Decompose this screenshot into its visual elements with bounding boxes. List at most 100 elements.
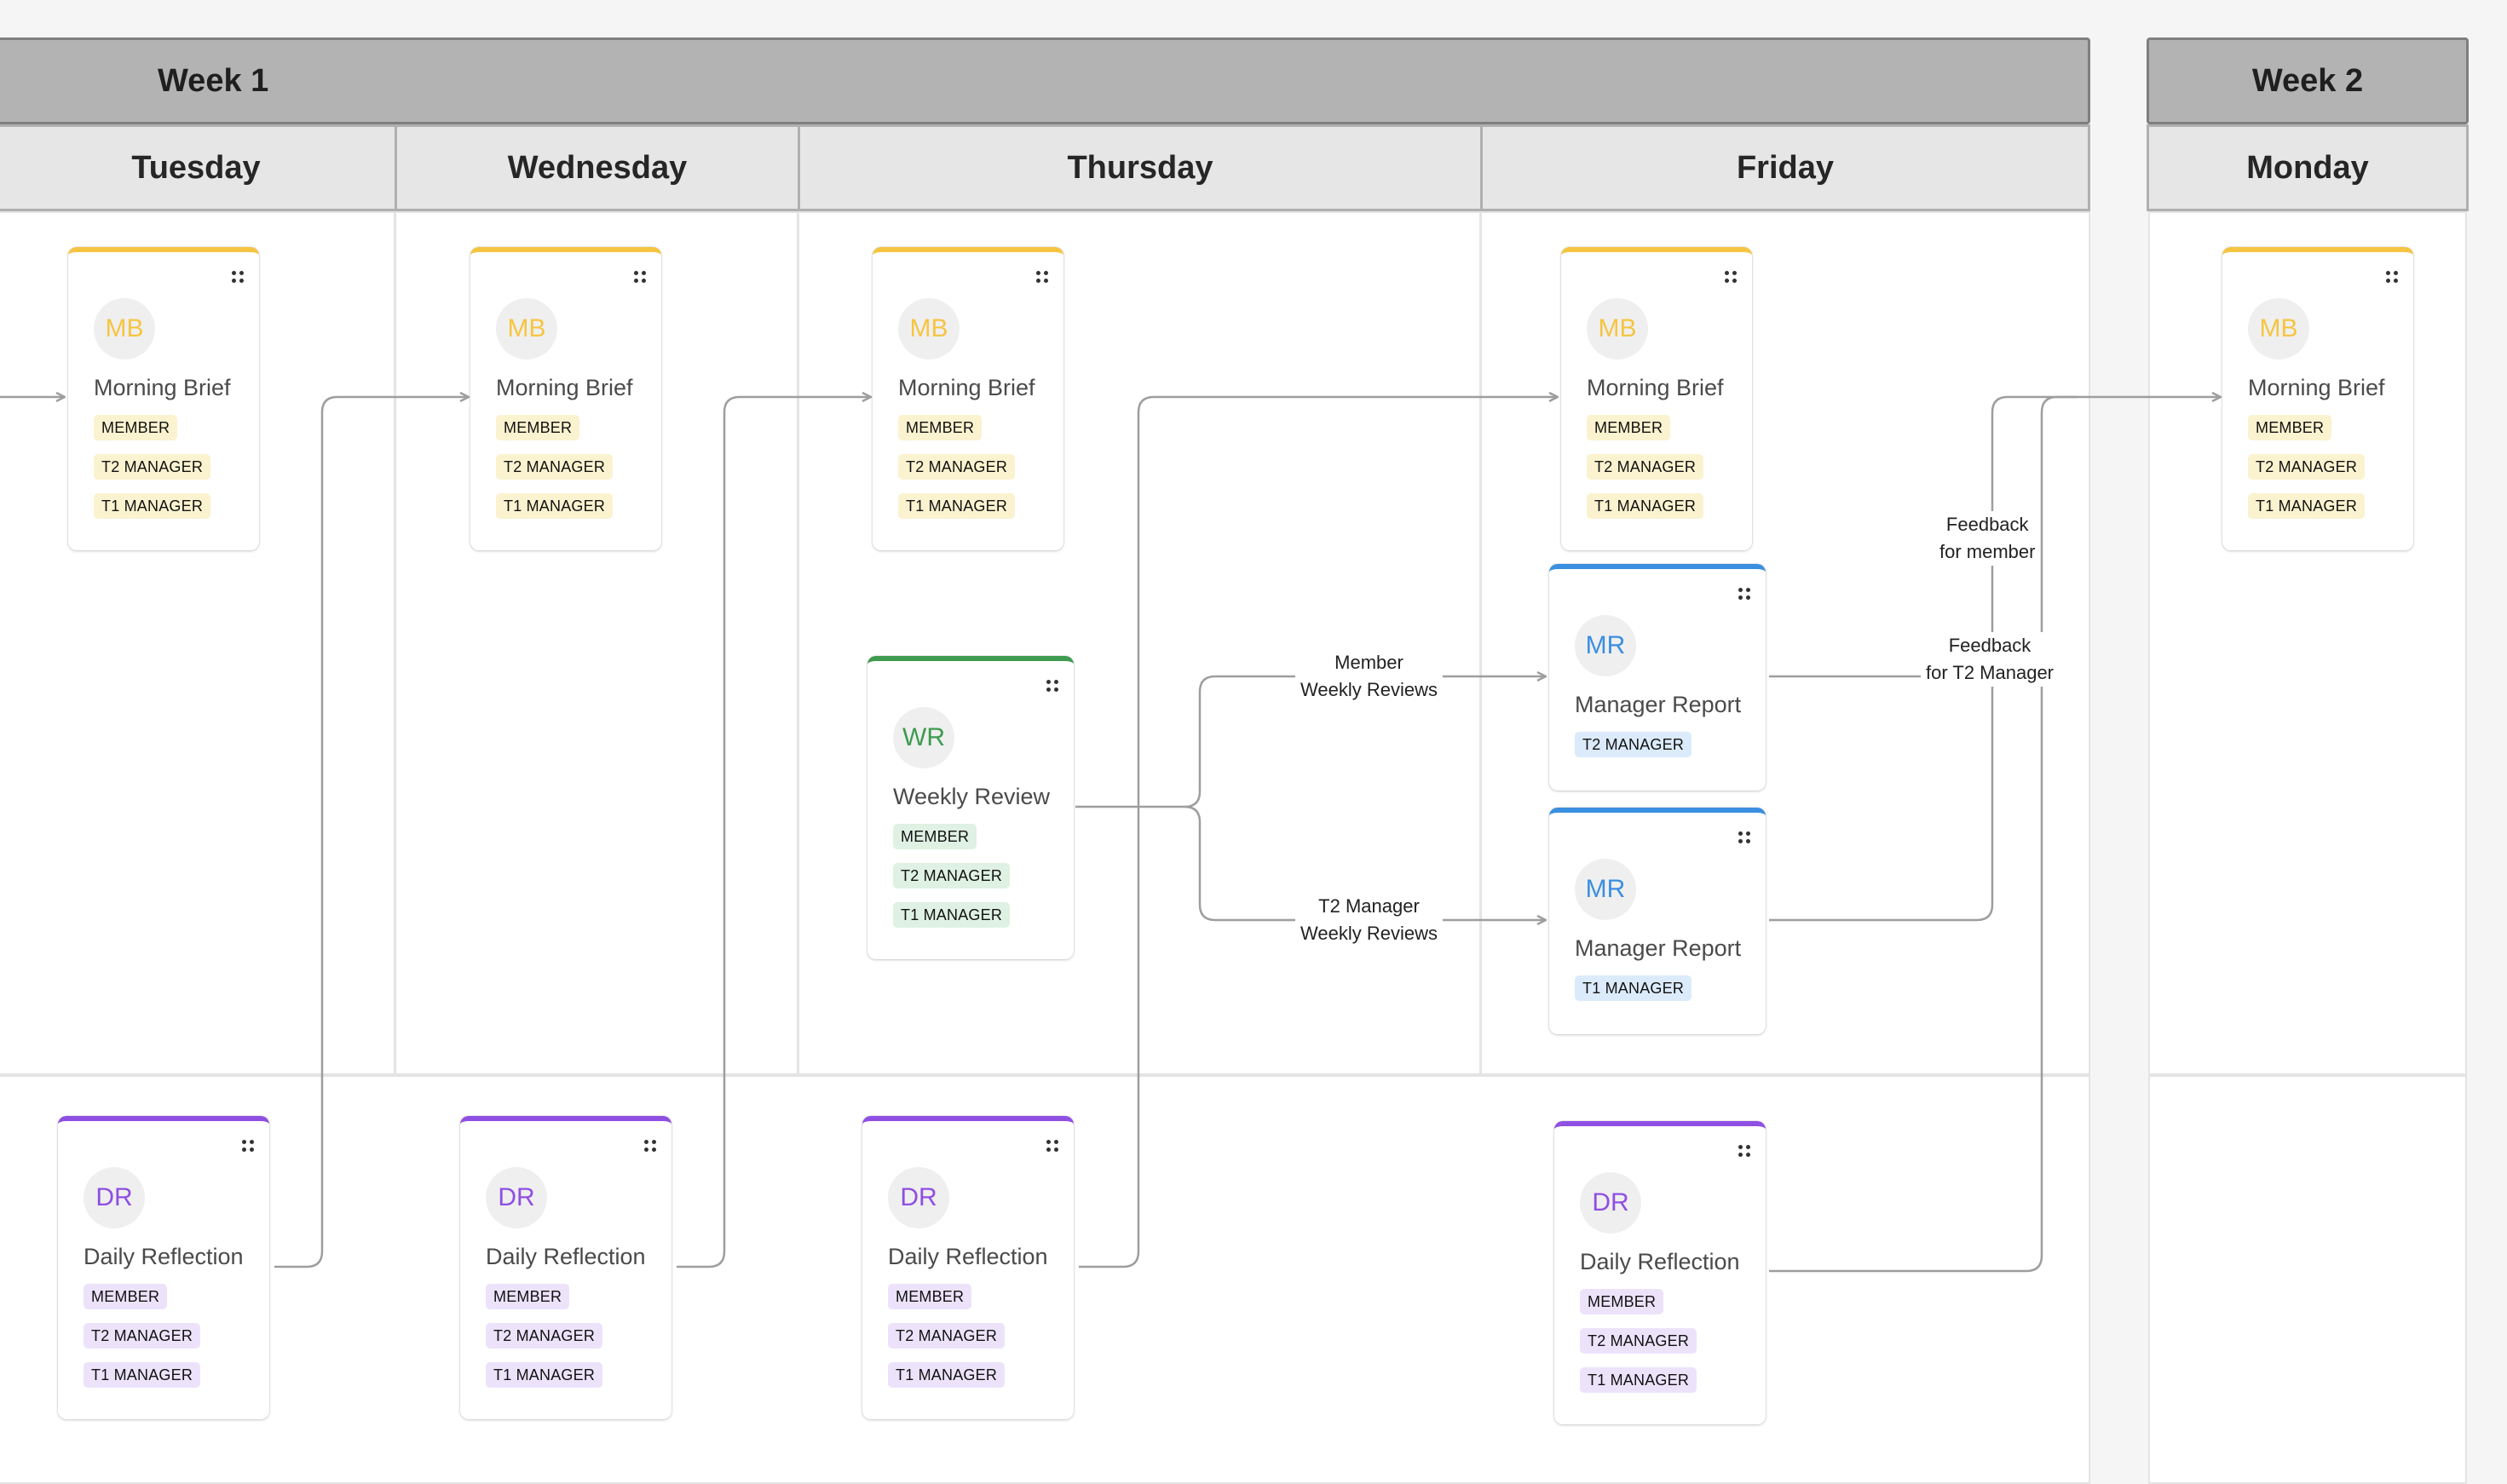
edge-label-t2-weekly-reviews: T2 Manager Weekly Reviews	[1295, 893, 1443, 947]
day-label: Tuesday	[131, 149, 261, 186]
role-tag: T2 MANAGER	[898, 454, 1016, 480]
avatar: MB	[94, 298, 155, 359]
card-title: Morning Brief	[2248, 375, 2385, 400]
role-tag: T1 MANAGER	[84, 1362, 201, 1388]
day-label: Monday	[2246, 149, 2369, 186]
role-tag: T1 MANAGER	[1575, 975, 1692, 1001]
drag-handle-icon[interactable]	[1738, 831, 1750, 843]
day-header-thursday: Thursday	[798, 124, 1483, 211]
card-title: Daily Reflection	[486, 1244, 646, 1269]
card-title: Manager Report	[1575, 935, 1742, 961]
role-tag: T2 MANAGER	[94, 454, 211, 480]
edge-label-member-weekly-reviews: Member Weekly Reviews	[1295, 649, 1443, 704]
tag-list: MEMBER T2 MANAGER T1 MANAGER	[898, 415, 1063, 519]
drag-handle-icon[interactable]	[634, 271, 646, 283]
edge-label-feedback-member: Feedback for member	[1934, 511, 2041, 566]
role-tag: T2 MANAGER	[1580, 1328, 1697, 1354]
tag-list: MEMBER T2 MANAGER T1 MANAGER	[1580, 1289, 1766, 1393]
role-tag: T1 MANAGER	[2248, 493, 2366, 519]
card-daily-reflection-friday[interactable]: DR Daily Reflection MEMBER T2 MANAGER T1…	[1554, 1121, 1766, 1424]
card-daily-reflection-wednesday[interactable]: DR Daily Reflection MEMBER T2 MANAGER T1…	[460, 1116, 671, 1419]
card-morning-brief-thursday[interactable]: MB Morning Brief MEMBER T2 MANAGER T1 MA…	[873, 247, 1063, 550]
role-tag: MEMBER	[84, 1284, 168, 1309]
role-tag: MEMBER	[888, 1284, 972, 1309]
role-tag: T1 MANAGER	[496, 493, 614, 519]
tag-list: T2 MANAGER	[1575, 732, 1766, 757]
card-title: Daily Reflection	[1580, 1249, 1740, 1274]
drag-handle-icon[interactable]	[232, 271, 244, 283]
role-tag: T2 MANAGER	[1587, 454, 1704, 480]
avatar: MB	[496, 298, 557, 359]
week-label: Week 2	[2251, 62, 2364, 99]
card-morning-brief-wednesday[interactable]: MB Morning Brief MEMBER T2 MANAGER T1 MA…	[470, 247, 661, 550]
tag-list: MEMBER T2 MANAGER T1 MANAGER	[94, 415, 259, 519]
avatar: MB	[898, 298, 960, 359]
tag-list: MEMBER T2 MANAGER T1 MANAGER	[888, 1284, 1074, 1388]
role-tag: T1 MANAGER	[94, 493, 211, 519]
card-daily-reflection-thursday[interactable]: DR Daily Reflection MEMBER T2 MANAGER T1…	[862, 1116, 1074, 1419]
card-title: Morning Brief	[1587, 375, 1724, 400]
drag-handle-icon[interactable]	[1738, 1145, 1750, 1157]
card-title: Weekly Review	[893, 784, 1051, 809]
tag-list: T1 MANAGER	[1575, 975, 1766, 1001]
role-tag: T2 MANAGER	[84, 1323, 201, 1349]
avatar: DR	[84, 1167, 145, 1228]
card-morning-brief-monday[interactable]: MB Morning Brief MEMBER T2 MANAGER T1 MA…	[2222, 247, 2413, 550]
role-tag: T1 MANAGER	[888, 1362, 1006, 1388]
day-header-wednesday: Wednesday	[395, 124, 800, 211]
tag-list: MEMBER T2 MANAGER T1 MANAGER	[1587, 415, 1752, 519]
tag-list: MEMBER T2 MANAGER T1 MANAGER	[84, 1284, 269, 1388]
tag-list: MEMBER T2 MANAGER T1 MANAGER	[2248, 415, 2413, 519]
role-tag: MEMBER	[1580, 1289, 1664, 1314]
card-manager-report-t2[interactable]: MR Manager Report T2 MANAGER	[1549, 564, 1766, 791]
role-tag: T2 MANAGER	[1575, 732, 1692, 757]
drag-handle-icon[interactable]	[1738, 588, 1750, 600]
card-title: Daily Reflection	[84, 1244, 244, 1269]
day-label: Friday	[1736, 149, 1835, 186]
avatar: WR	[893, 707, 954, 768]
week-header-week-1: Week 1	[0, 37, 2090, 124]
role-tag: T2 MANAGER	[888, 1323, 1006, 1349]
card-title: Manager Report	[1575, 692, 1742, 717]
role-tag: T1 MANAGER	[486, 1362, 603, 1388]
role-tag: T1 MANAGER	[898, 493, 1016, 519]
card-title: Morning Brief	[496, 375, 633, 400]
drag-handle-icon[interactable]	[1036, 271, 1048, 283]
role-tag: T2 MANAGER	[2248, 454, 2366, 480]
role-tag: MEMBER	[94, 415, 178, 440]
avatar: MB	[1587, 298, 1648, 359]
role-tag: MEMBER	[898, 415, 983, 440]
role-tag: T2 MANAGER	[893, 863, 1011, 889]
week-header-week-2: Week 2	[2147, 37, 2469, 124]
avatar: DR	[888, 1167, 949, 1228]
day-header-tuesday: Tuesday	[0, 124, 397, 211]
card-weekly-review-thursday[interactable]: WR Weekly Review MEMBER T2 MANAGER T1 MA…	[867, 656, 1074, 959]
role-tag: MEMBER	[496, 415, 580, 440]
drag-handle-icon[interactable]	[644, 1140, 656, 1152]
avatar: DR	[486, 1167, 547, 1228]
week-label: Week 1	[158, 62, 269, 99]
role-tag: T1 MANAGER	[1587, 493, 1704, 519]
avatar: MR	[1575, 859, 1636, 920]
drag-handle-icon[interactable]	[2386, 271, 2398, 283]
drag-handle-icon[interactable]	[1046, 680, 1058, 692]
card-title: Morning Brief	[898, 375, 1035, 400]
card-daily-reflection-tuesday[interactable]: DR Daily Reflection MEMBER T2 MANAGER T1…	[58, 1116, 269, 1419]
tag-list: MEMBER T2 MANAGER T1 MANAGER	[893, 824, 1074, 928]
card-morning-brief-tuesday[interactable]: MB Morning Brief MEMBER T2 MANAGER T1 MA…	[68, 247, 259, 550]
lane-bottom-monday	[2148, 1075, 2467, 1484]
card-manager-report-t1[interactable]: MR Manager Report T1 MANAGER	[1549, 808, 1766, 1034]
edge-label-feedback-t2-manager: Feedback for T2 Manager	[1921, 632, 2060, 687]
day-label: Wednesday	[507, 149, 688, 186]
day-header-monday: Monday	[2147, 124, 2469, 211]
day-label: Thursday	[1067, 149, 1213, 186]
day-header-friday: Friday	[1480, 124, 2090, 211]
drag-handle-icon[interactable]	[242, 1140, 254, 1152]
role-tag: T1 MANAGER	[1580, 1367, 1697, 1393]
role-tag: MEMBER	[2248, 415, 2332, 440]
avatar: MB	[2248, 298, 2309, 359]
tag-list: MEMBER T2 MANAGER T1 MANAGER	[486, 1284, 671, 1388]
drag-handle-icon[interactable]	[1725, 271, 1737, 283]
card-morning-brief-friday[interactable]: MB Morning Brief MEMBER T2 MANAGER T1 MA…	[1561, 247, 1752, 550]
drag-handle-icon[interactable]	[1046, 1140, 1058, 1152]
